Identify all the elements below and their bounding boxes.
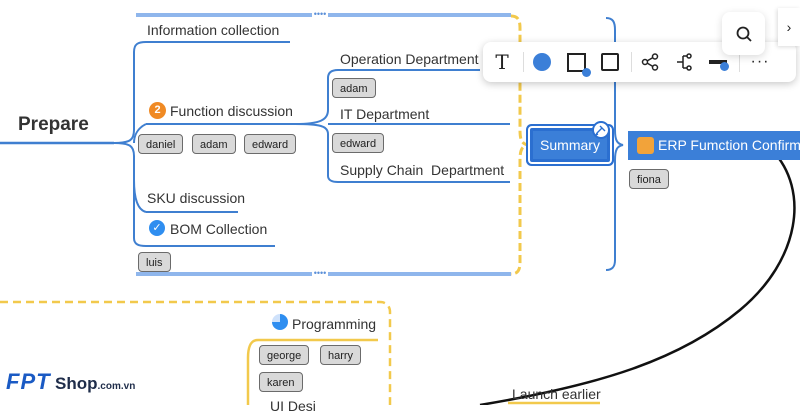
node-programming[interactable]: Programming [292,316,377,332]
line-style-button[interactable] [701,42,735,82]
toolbar-divider-2 [631,52,632,72]
check-icon: ✓ [149,220,165,236]
tag-edward-it[interactable]: edward [332,133,385,153]
node-sku-discussion[interactable]: SKU discussion [147,190,246,206]
fpt-shop-watermark: FPT Shop.com.vn [6,369,135,395]
node-operation-department[interactable]: Operation Department [340,51,479,67]
border-icon [566,52,591,77]
shape-button[interactable] [593,42,627,82]
chevron-right-icon: › [786,19,792,35]
svg-text:••••: •••• [314,9,327,19]
side-panel-toggle[interactable]: › [778,8,800,46]
shape-icon [601,53,619,71]
erp-label: ERP Fumction Confirma [658,137,800,153]
fill-color-icon [533,53,551,71]
node-supply-chain-department[interactable]: Supply Chain Department [340,162,505,178]
priority-badge: 2 [149,102,166,119]
fill-color-button[interactable] [525,42,559,82]
more-icon: ··· [750,53,770,70]
tag-adam[interactable]: adam [192,134,236,154]
tag-luis[interactable]: luis [138,252,171,272]
tag-edward[interactable]: edward [244,134,297,154]
tag-harry[interactable]: harry [320,345,362,365]
tag-fiona[interactable]: fiona [629,169,669,189]
brand-domain: .com.vn [97,381,136,392]
node-it-department[interactable]: IT Department [340,106,430,122]
mindmap-connectors: •••• •••• [0,9,796,405]
node-information-collection[interactable]: Information collection [147,22,280,38]
tag-daniel[interactable]: daniel [138,134,184,154]
toolbar-divider [523,52,524,72]
node-bom-collection[interactable]: BOM Collection [170,221,268,237]
node-structure-icon [677,53,692,71]
root-node[interactable]: Prepare [18,114,89,135]
branch-connect-icon [641,53,659,71]
brand-shop: Shop [55,374,98,393]
tag-george[interactable]: george [259,345,310,365]
branch-connect-button[interactable] [633,42,667,82]
node-ui-design-partial[interactable]: UI Desi [270,398,316,414]
erp-icon [637,137,654,154]
progress-icon [272,314,288,330]
svg-text:••••: •••• [314,268,327,278]
node-erp-function-confirmation[interactable]: ERP Fumction Confirma [628,131,800,160]
toolbar-divider-3 [739,52,740,72]
search-button[interactable] [722,12,765,55]
node-function-discussion[interactable]: Function discussion [170,103,293,119]
priority-number: 2 [154,104,161,116]
node-launch-earlier[interactable]: Launch earlier [512,386,601,402]
line-style-icon [709,60,729,71]
border-style-button[interactable] [559,42,593,82]
tag-karen[interactable]: karen [259,372,303,392]
tag-adam-operation[interactable]: adam [332,78,376,98]
brush-icon[interactable] [592,121,610,139]
search-icon [736,26,752,42]
text-icon: T [495,50,509,74]
node-structure-button[interactable] [667,42,701,82]
node-format-toolbar: T ··· [483,42,796,82]
summary-node[interactable]: Summary [530,128,610,162]
brand-fpt: FPT [6,369,51,394]
text-style-button[interactable]: T [485,42,519,82]
more-options-button[interactable]: ··· [743,42,777,82]
